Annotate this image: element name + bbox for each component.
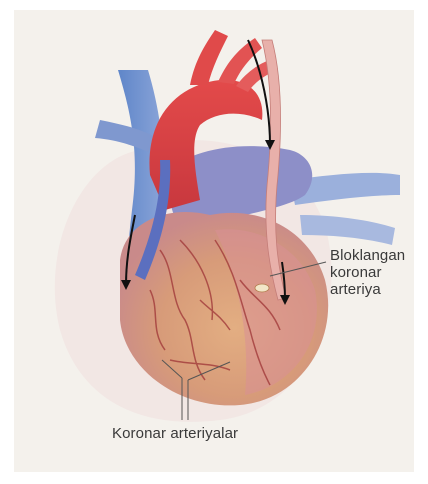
coronary-arteries-label: Koronar arteriyalar <box>112 425 312 442</box>
blocked-artery-label-line-1: Bloklangan <box>330 247 426 264</box>
blocked-artery-label: Bloklangan koronar arteriya <box>330 247 426 298</box>
blocked-artery-label-line-3: arteriya <box>330 281 426 298</box>
blockage <box>255 284 269 292</box>
blocked-artery-label-line-2: koronar <box>330 264 426 281</box>
